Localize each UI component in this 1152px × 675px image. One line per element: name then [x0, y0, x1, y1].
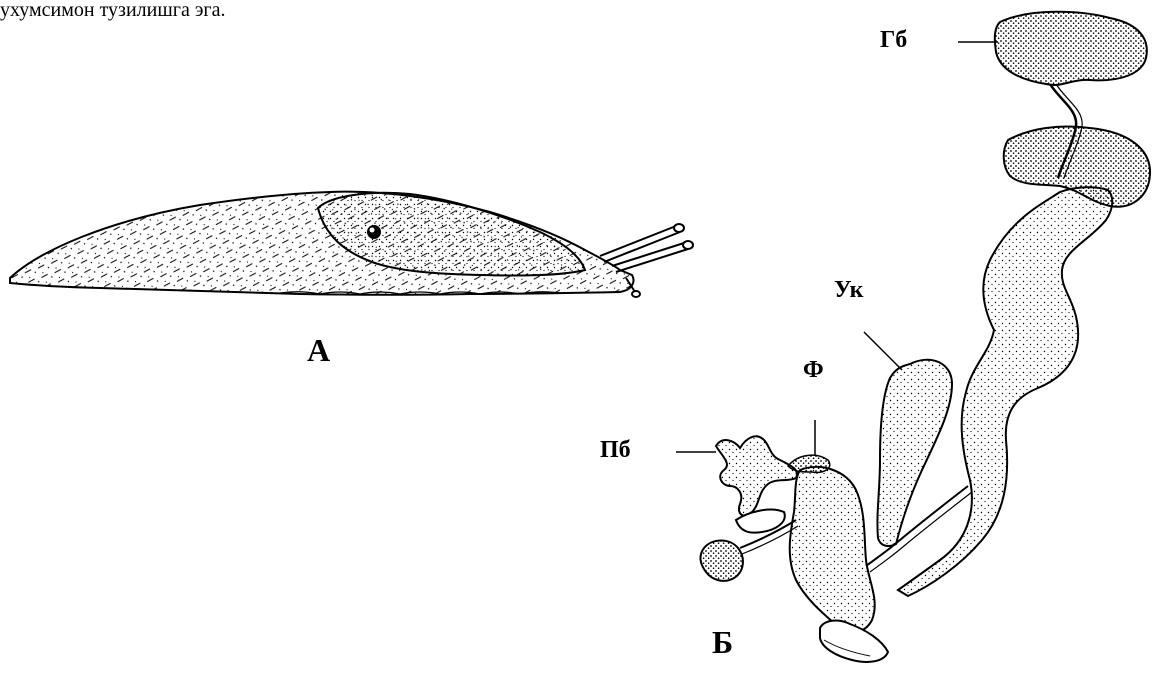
figure-b-label: Б — [712, 626, 733, 658]
reproductive-system-drawing — [700, 12, 1150, 662]
label-flagellum: Ф — [803, 358, 824, 382]
gland-lobe-upper — [995, 12, 1147, 85]
slug-drawing — [10, 192, 693, 297]
leader-line-uk — [864, 332, 902, 370]
label-seminal-receptacle: Ук — [834, 278, 863, 302]
label-hermaphrodite-gland: Гб — [880, 28, 907, 52]
figure-a-label: А — [307, 334, 330, 366]
genital-pore — [820, 621, 888, 662]
slug-tentacle-upper — [600, 226, 676, 256]
label-penis: Пб — [600, 438, 631, 462]
seminal-receptacle — [877, 360, 952, 546]
slug-pneumostome — [367, 225, 381, 239]
penis — [716, 436, 797, 515]
mucous-gland — [700, 541, 743, 581]
genital-atrium — [790, 467, 875, 633]
